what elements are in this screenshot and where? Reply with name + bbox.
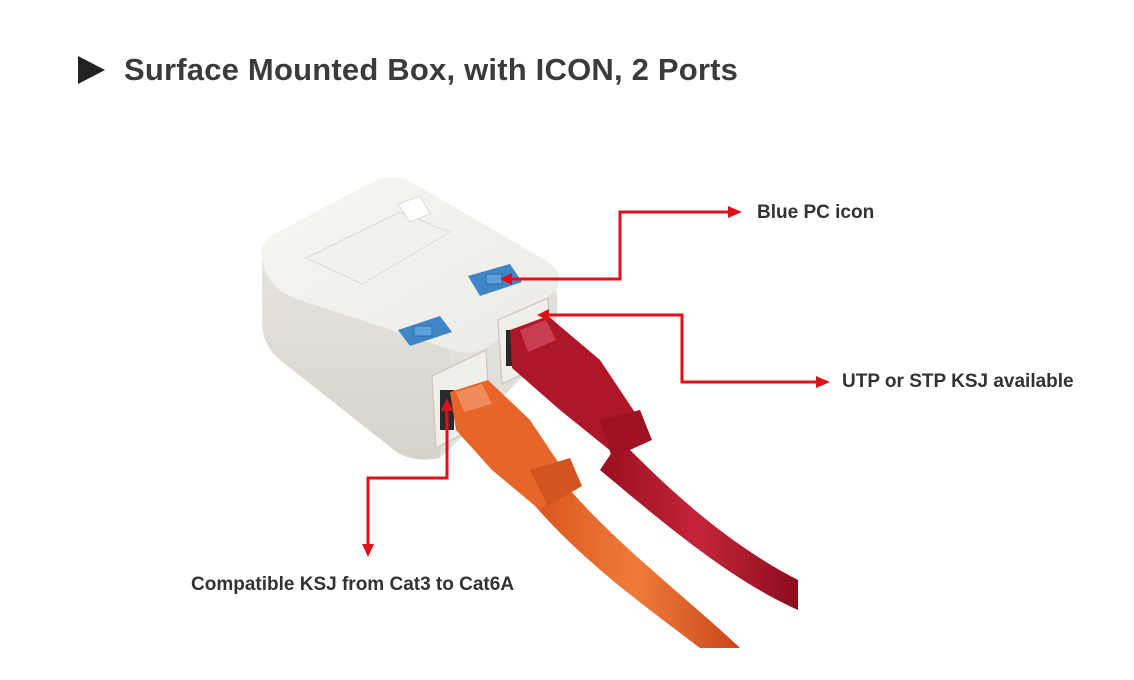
arrow-head-left-icon bbox=[500, 273, 512, 285]
callout-arrow-compat bbox=[366, 410, 449, 546]
callout-arrow-pc-icon bbox=[510, 210, 730, 281]
red-patch-cable bbox=[510, 316, 798, 610]
arrow-head-down-icon bbox=[362, 544, 374, 557]
callout-arrow-ksj-type bbox=[548, 313, 818, 384]
play-triangle-icon bbox=[78, 56, 105, 84]
orange-patch-cable bbox=[450, 380, 740, 648]
page-title: Surface Mounted Box, with ICON, 2 Ports bbox=[124, 52, 739, 87]
callout-label-pc-icon: Blue PC icon bbox=[757, 202, 875, 223]
callout-label-ksj-type: UTP or STP KSJ available bbox=[842, 371, 1074, 392]
arrow-head-right-icon bbox=[728, 206, 742, 218]
blue-pc-icon-front bbox=[398, 316, 452, 346]
title-row: Surface Mounted Box, with ICON, 2 Ports bbox=[78, 50, 738, 90]
callout-label-compat: Compatible KSJ from Cat3 to Cat6A bbox=[191, 574, 515, 595]
arrow-head-up-icon bbox=[441, 398, 453, 411]
arrow-head-right-icon bbox=[816, 376, 830, 388]
arrow-head-left-icon bbox=[537, 309, 549, 321]
